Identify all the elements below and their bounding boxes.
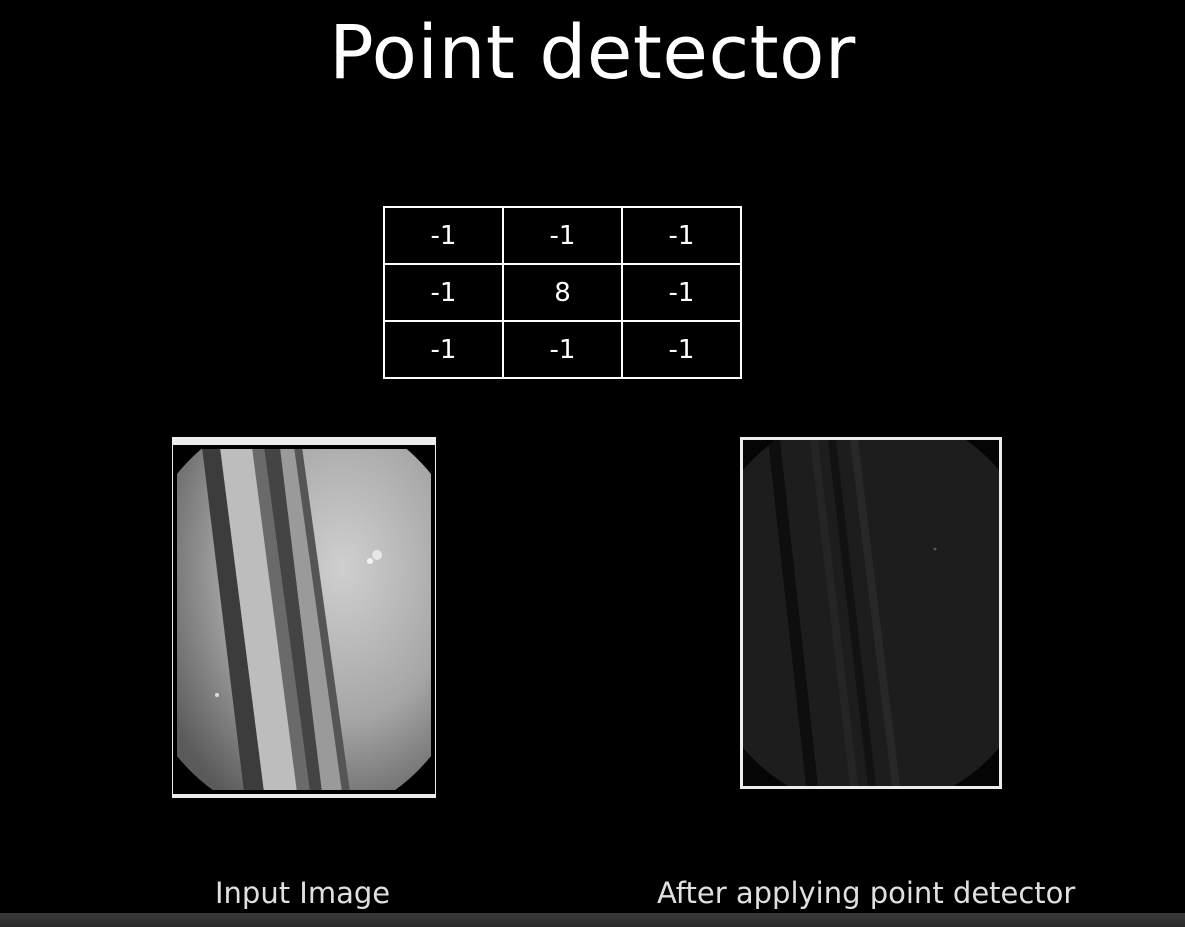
input-image-caption: Input Image	[215, 876, 391, 910]
kernel-cell: -1	[383, 320, 504, 379]
input-image	[172, 437, 436, 798]
kernel-cell: -1	[502, 206, 623, 265]
kernel-cell: -1	[502, 320, 623, 379]
kernel-row: -1 -1 -1	[383, 206, 742, 265]
kernel-cell-center: 8	[502, 263, 623, 322]
point-detector-kernel: -1 -1 -1 -1 8 -1 -1 -1 -1	[383, 206, 742, 379]
kernel-cell: -1	[383, 263, 504, 322]
slide-title: Point detector	[329, 10, 856, 96]
kernel-row: -1 8 -1	[383, 263, 742, 322]
output-image	[740, 437, 1002, 789]
bottom-bar	[0, 913, 1185, 927]
kernel-cell: -1	[621, 263, 742, 322]
kernel-row: -1 -1 -1	[383, 320, 742, 379]
output-image-caption: After applying point detector	[657, 876, 1076, 910]
kernel-cell: -1	[383, 206, 504, 265]
kernel-cell: -1	[621, 206, 742, 265]
kernel-cell: -1	[621, 320, 742, 379]
